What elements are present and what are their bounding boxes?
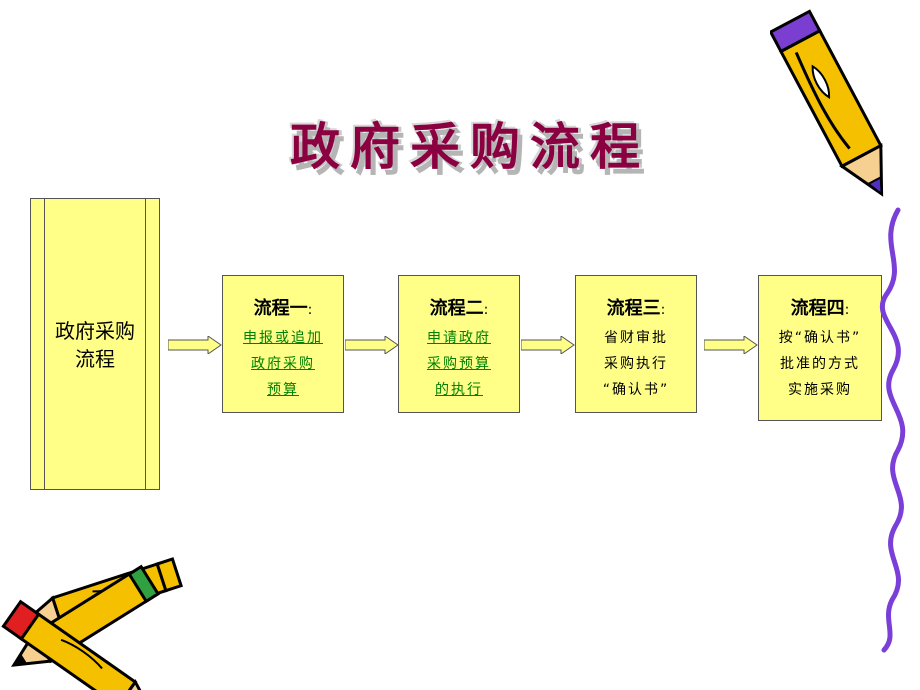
step-4-colon: : bbox=[844, 302, 850, 318]
box-inner-line-left bbox=[44, 199, 45, 489]
arrow-step-2-to-step-3 bbox=[521, 336, 575, 354]
step-2-line-3[interactable]: 的执行 bbox=[435, 382, 483, 398]
step-2-heading: 流程二: bbox=[399, 298, 519, 321]
step-2-box: 流程二: 申请政府 采购预算 的执行 bbox=[398, 275, 520, 413]
step-1-description: 申报或追加 政府采购 预算 bbox=[223, 325, 343, 403]
step-3-title: 流程三 bbox=[606, 298, 661, 319]
step-1-heading: 流程一: bbox=[223, 298, 343, 321]
step-3-colon: : bbox=[660, 302, 666, 318]
step-4-heading: 流程四: bbox=[759, 298, 881, 321]
step-2-colon: : bbox=[483, 302, 489, 318]
step-1-box: 流程一: 申报或追加 政府采购 预算 bbox=[222, 275, 344, 413]
arrow-step-1-to-step-2 bbox=[345, 336, 399, 354]
step-3-box: 流程三: 省财审批 采购执行 “确认书” bbox=[575, 275, 697, 413]
pencil-icon bbox=[770, 9, 884, 197]
pencils-icon bbox=[1, 557, 183, 690]
squiggle-line-icon bbox=[879, 207, 906, 653]
arrow-step-3-to-step-4 bbox=[704, 336, 758, 354]
main-process-label-line1: 政府采购 bbox=[55, 319, 135, 343]
step-1-title: 流程一 bbox=[253, 298, 308, 319]
step-1-line-2[interactable]: 政府采购 bbox=[251, 356, 315, 372]
step-2-line-1[interactable]: 申请政府 bbox=[427, 330, 491, 346]
step-1-line-1[interactable]: 申报或追加 bbox=[243, 330, 323, 346]
step-4-line-1: 按“确认书” bbox=[778, 330, 862, 346]
main-process-label-line2: 流程 bbox=[75, 347, 115, 371]
step-4-box: 流程四: 按“确认书” 批准的方式 实施采购 bbox=[758, 275, 882, 421]
box-inner-line-right bbox=[145, 199, 146, 489]
step-3-line-2: 采购执行 bbox=[604, 356, 668, 372]
main-process-box: 政府采购 流程 bbox=[30, 198, 160, 490]
diagram-title: 政府采购流程 bbox=[290, 117, 650, 176]
step-1-colon: : bbox=[307, 302, 313, 318]
step-4-line-3: 实施采购 bbox=[788, 382, 852, 398]
step-2-line-2[interactable]: 采购预算 bbox=[427, 356, 491, 372]
step-3-line-1: 省财审批 bbox=[604, 330, 668, 346]
step-2-title: 流程二 bbox=[429, 298, 484, 319]
step-2-description: 申请政府 采购预算 的执行 bbox=[399, 325, 519, 403]
step-3-description: 省财审批 采购执行 “确认书” bbox=[576, 325, 696, 403]
main-process-label: 政府采购 流程 bbox=[45, 317, 145, 373]
step-3-heading: 流程三: bbox=[576, 298, 696, 321]
step-3-line-3: “确认书” bbox=[602, 382, 670, 398]
step-4-description: 按“确认书” 批准的方式 实施采购 bbox=[759, 325, 881, 403]
step-4-line-2: 批准的方式 bbox=[780, 356, 860, 372]
arrow-main-to-step-1 bbox=[168, 336, 222, 354]
step-4-title: 流程四 bbox=[790, 298, 845, 319]
step-1-line-3[interactable]: 预算 bbox=[267, 382, 299, 398]
